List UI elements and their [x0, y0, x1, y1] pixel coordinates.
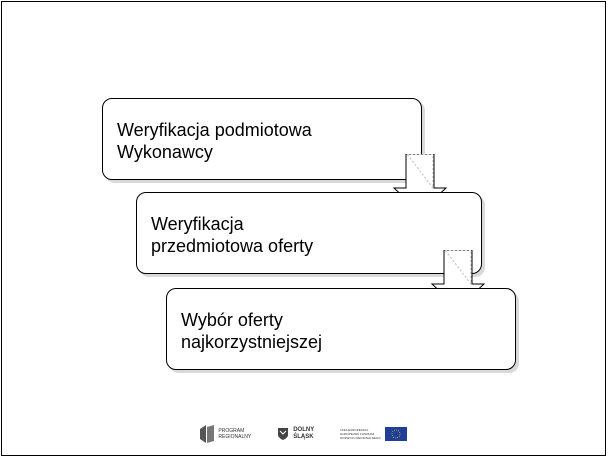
step-2-label: Weryfikacja przedmiotowa oferty [151, 214, 314, 256]
dolny-slask-crest-icon [278, 428, 289, 440]
unia-europejska-text: UNIA EUROPEJSKA EUROPEJSKI FUNDUSZ ROZWO… [340, 428, 381, 440]
step-1-label: Weryfikacja podmiotowa Wykonawcy [117, 120, 312, 162]
footer-logos: PROGRAM REGIONALNY DOLNY ŚLĄSK UNIA EURO… [2, 423, 605, 445]
eu-flag-icon [384, 427, 407, 441]
step-3-label: Wybór oferty najkorzystniejszej [181, 310, 323, 352]
program-regionalny-text: PROGRAM REGIONALNY [218, 428, 252, 440]
logo-program-regionalny: PROGRAM REGIONALNY [200, 425, 251, 443]
dolny-slask-text: DOLNY ŚLĄSK [293, 427, 315, 440]
logo-unia-europejska: UNIA EUROPEJSKA EUROPEJSKI FUNDUSZ ROZWO… [340, 427, 407, 441]
program-regionalny-emblem-icon [200, 425, 215, 443]
step-box-2: Weryfikacja przedmiotowa oferty [136, 192, 482, 274]
step-box-1: Weryfikacja podmiotowa Wykonawcy [102, 98, 422, 180]
step-box-3: Wybór oferty najkorzystniejszej [166, 288, 516, 370]
logo-dolny-slask: DOLNY ŚLĄSK [277, 427, 314, 441]
